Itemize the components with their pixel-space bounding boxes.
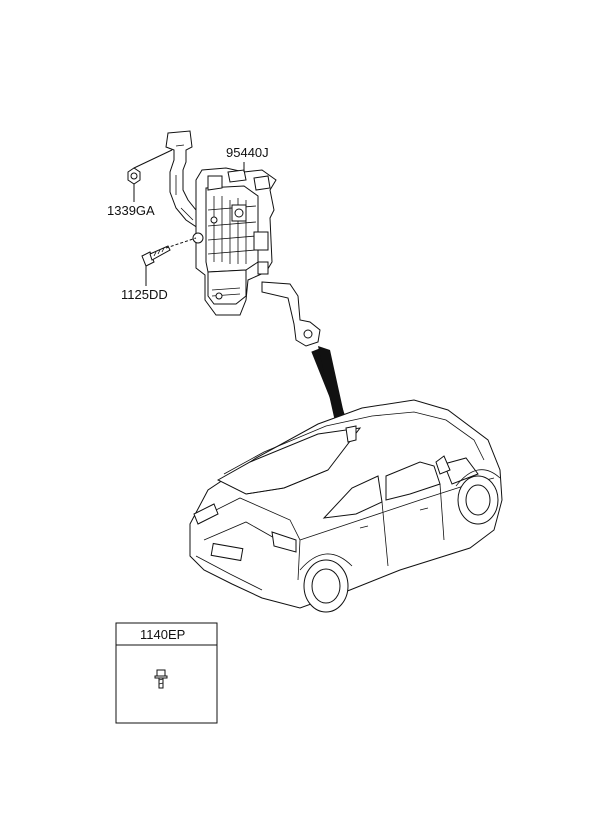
part-label-module: 95440J [226, 145, 269, 160]
nut-icon [127, 167, 141, 185]
location-arrow-spread [318, 346, 348, 432]
car-illustration [189, 399, 503, 613]
clip-icon [154, 669, 168, 689]
control-module [192, 167, 321, 347]
leader-bolt [165, 237, 197, 249]
part-label-bolt: 1125DD [121, 287, 168, 302]
leader-nut [133, 149, 173, 169]
part-label-clip: 1140EP [140, 627, 185, 642]
bolt-icon [141, 245, 171, 267]
part-label-nut: 1339GA [107, 203, 155, 218]
inset-box: 1140EP [115, 622, 218, 724]
